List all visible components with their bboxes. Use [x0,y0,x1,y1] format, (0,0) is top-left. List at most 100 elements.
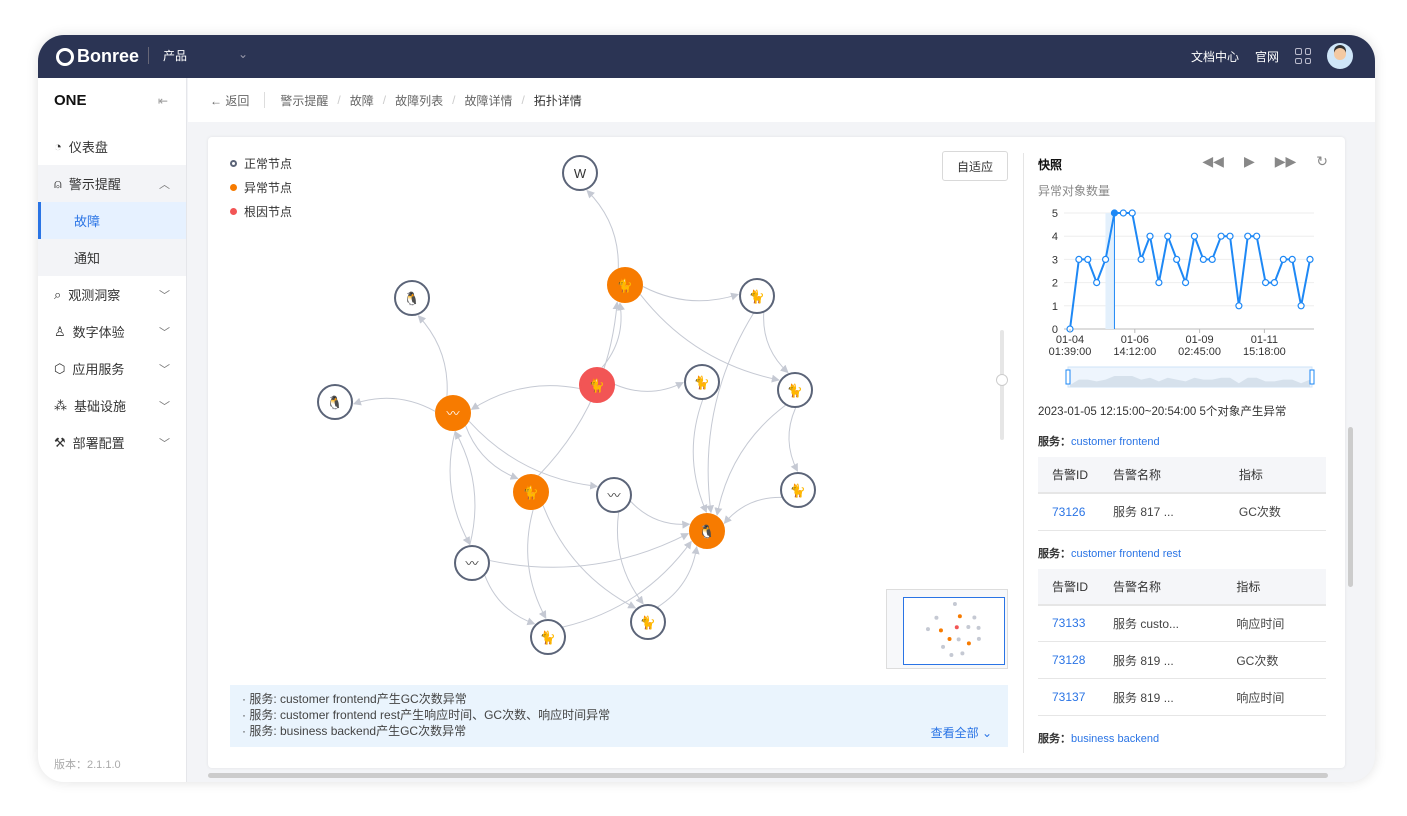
apps-grid-icon[interactable] [1295,48,1311,64]
data-point[interactable] [1155,278,1163,287]
y-tick-label: 1 [1052,301,1058,313]
view-all-link[interactable]: 查看全部 ⌄ [930,726,992,740]
alert-id-link[interactable]: 73137 [1038,678,1113,716]
docs-link[interactable]: 文档中心 [1190,49,1239,64]
alert-id-link[interactable]: 73128 [1038,641,1113,679]
data-point[interactable] [1253,232,1261,240]
data-point[interactable] [1119,209,1127,217]
topology-graph[interactable]: W 🐈 🐧 🐈 🐈 🐈 🐈 🐧 〰 🐈 〰 🐈 🐧 〰 🐈 🐈 [208,137,1023,682]
data-point[interactable] [1261,278,1270,287]
data-point[interactable] [1244,232,1252,240]
data-point[interactable] [1110,209,1119,217]
sidebar-item[interactable]: ⌕观测洞察﹀ [38,276,186,313]
breadcrumb-item[interactable]: 警示提醒 [280,93,329,108]
service-link[interactable]: customer frontend [1071,436,1160,448]
data-point[interactable] [1288,255,1296,264]
data-point[interactable] [1190,232,1199,240]
service-link[interactable]: business backend [1071,733,1160,745]
data-point[interactable] [1208,255,1216,264]
graph-node-normal[interactable]: 🐈 [684,364,720,400]
alert-id-link[interactable]: 73133 [1038,604,1113,642]
zoom-handle-left[interactable] [1065,369,1071,385]
graph-edge [639,294,780,383]
graph-node-abnormal[interactable]: 🐧 [689,513,725,549]
graph-node-normal[interactable]: 〰 [454,545,490,581]
data-point[interactable] [1075,255,1083,264]
data-point[interactable] [1173,255,1181,264]
data-point[interactable] [1306,255,1314,264]
data-point[interactable] [1199,255,1207,264]
back-button[interactable]: ← 返回 [210,93,250,108]
data-point[interactable] [1093,278,1101,287]
data-point[interactable] [1084,255,1092,264]
graph-node-abnormal[interactable]: 🐈 [513,474,549,510]
sidebar-item[interactable]: ◔仪表盘 [38,128,186,165]
data-point[interactable] [1217,232,1225,240]
brand-logo[interactable]: Bonree [56,46,139,67]
data-point[interactable] [1279,255,1287,264]
graph-node-normal[interactable]: 🐈 [777,372,813,408]
tomcat-icon: 🐈 [787,383,803,398]
breadcrumb: ← 返回 警示提醒/ 故障/ 故障列表/ 故障详情/ 拓扑详情 [188,78,1375,122]
graph-node-normal[interactable]: 🐈 [780,472,816,508]
graph-node-normal[interactable]: 🐈 [530,619,566,655]
sidebar-item[interactable]: 通知 [38,239,186,276]
y-tick-label: 3 [1052,254,1058,266]
data-point[interactable] [1181,278,1190,287]
apache-icon: 〰 [465,556,478,571]
avatar[interactable] [1327,43,1353,69]
refresh-icon[interactable]: ↻ [1316,153,1328,169]
data-point[interactable] [1128,209,1136,217]
graph-node-normal[interactable]: 〰 [596,477,632,513]
graph-node-normal[interactable]: 🐧 [317,384,353,420]
sidebar-item[interactable]: ⬡应用服务﹀ [38,350,186,387]
sidebar-item[interactable]: ⍝警示提醒︿ [38,165,186,202]
breadcrumb-item[interactable]: 故障列表 [395,93,444,108]
chevron-down-icon[interactable]: ⌄ [238,47,249,61]
data-point[interactable] [1270,278,1279,287]
graph-node-normal[interactable]: 🐈 [630,604,666,640]
play-icon[interactable]: ▶ [1243,153,1255,169]
graph-node-abnormal[interactable]: 🐈 [607,267,643,303]
data-point[interactable] [1137,255,1145,264]
data-point[interactable] [1164,232,1172,240]
graph-node-normal[interactable]: W [562,155,598,191]
rewind-icon[interactable]: ◀◀ [1202,153,1224,169]
service-link[interactable]: customer frontend rest [1071,547,1182,560]
data-point[interactable] [1297,302,1305,310]
graph-node-normal[interactable]: 🐈 [739,278,775,314]
breadcrumb-item[interactable]: 故障详情 [464,93,513,108]
fit-view-button[interactable]: 自适应 [942,151,1008,181]
minimap[interactable] [886,589,1008,669]
graph-node-abnormal[interactable]: 〰 [435,395,471,431]
breadcrumb-item[interactable]: 故障 [349,93,374,108]
site-link[interactable]: 官网 [1254,49,1279,64]
zoom-handle-right[interactable] [1309,369,1315,385]
graph-node-normal[interactable]: 🐧 [394,280,430,316]
sidebar-item[interactable]: ♙数字体验﹀ [38,313,186,350]
data-point[interactable] [1235,302,1243,310]
panel-scrollbar[interactable] [1348,427,1353,587]
minimap-viewport[interactable] [903,597,1005,665]
data-point[interactable] [1226,232,1234,240]
data-point[interactable] [1146,232,1154,240]
logo-icon [56,47,74,66]
graph-edge [562,540,692,628]
data-point[interactable] [1101,255,1110,264]
graph-node-root[interactable]: 🐈 [579,367,615,403]
anomaly-count-chart[interactable]: 01234501-0401:39:0001-0614:12:0001-0902:… [1038,199,1328,399]
sidebar-item[interactable]: 故障 [38,202,186,239]
divider [1023,153,1024,753]
sidebar-item[interactable]: ⚒部署配置﹀ [38,424,186,461]
alert-id-link[interactable]: 73126 [1038,493,1113,531]
zoom-slider-handle[interactable] [996,374,1008,386]
fast-forward-icon[interactable]: ▶▶ [1274,153,1297,169]
horizontal-scrollbar[interactable] [208,773,1328,778]
collapse-menu-icon[interactable]: ⇤ [158,94,169,108]
sidebar-item[interactable]: ⁂基础设施﹀ [38,387,186,424]
product-menu[interactable]: 产品 [148,47,187,64]
